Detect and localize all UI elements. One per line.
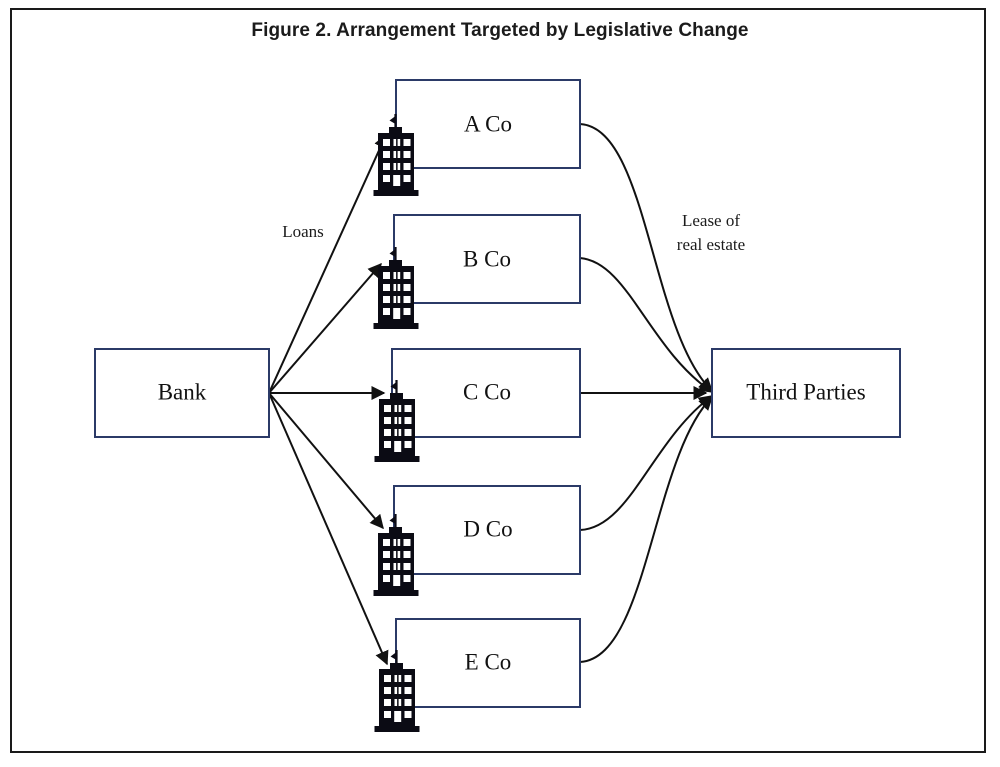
edge-bank-to-b-co <box>268 262 382 394</box>
d-co-box[interactable] <box>393 485 581 575</box>
b-co-label: B Co <box>463 246 511 271</box>
node-d-co[interactable]: D Co <box>372 485 581 598</box>
c-co-label: C Co <box>463 379 511 404</box>
b-co-box[interactable] <box>393 214 581 304</box>
node-third-parties[interactable]: Third Parties <box>711 348 901 438</box>
bank-box[interactable] <box>94 348 270 438</box>
loans-label: Loans <box>282 222 324 241</box>
edge-e-co-to-third-parties <box>579 396 713 663</box>
edge-bank-to-a-co <box>268 133 388 394</box>
third-parties-box[interactable] <box>711 348 901 438</box>
bank-label: Bank <box>158 379 207 404</box>
lease-edges <box>579 123 714 663</box>
c-co-box[interactable] <box>391 348 581 438</box>
node-e-co[interactable]: E Co <box>373 618 581 734</box>
node-c-co[interactable]: C Co <box>373 348 581 464</box>
edge-bank-to-d-co <box>268 392 384 530</box>
loan-edges <box>268 133 389 666</box>
a-co-box[interactable] <box>395 79 581 169</box>
lease-label-line1: Lease of <box>682 211 740 230</box>
figure-title: Figure 2. Arrangement Targeted by Legisl… <box>251 20 749 41</box>
node-b-co[interactable]: B Co <box>372 214 581 331</box>
a-co-label: A Co <box>464 111 512 136</box>
lease-label-line2: real estate <box>677 235 745 254</box>
edge-a-co-to-third-parties <box>579 123 713 392</box>
edge-bank-to-e-co <box>268 392 389 666</box>
node-bank[interactable]: Bank <box>94 348 270 438</box>
e-co-label: E Co <box>465 649 512 674</box>
node-a-co[interactable]: A Co <box>372 79 581 198</box>
edge-b-co-to-third-parties <box>579 257 714 393</box>
e-co-box[interactable] <box>395 618 581 708</box>
d-co-label: D Co <box>463 516 512 541</box>
third-parties-label: Third Parties <box>746 379 865 404</box>
edge-d-co-to-third-parties <box>579 395 714 531</box>
